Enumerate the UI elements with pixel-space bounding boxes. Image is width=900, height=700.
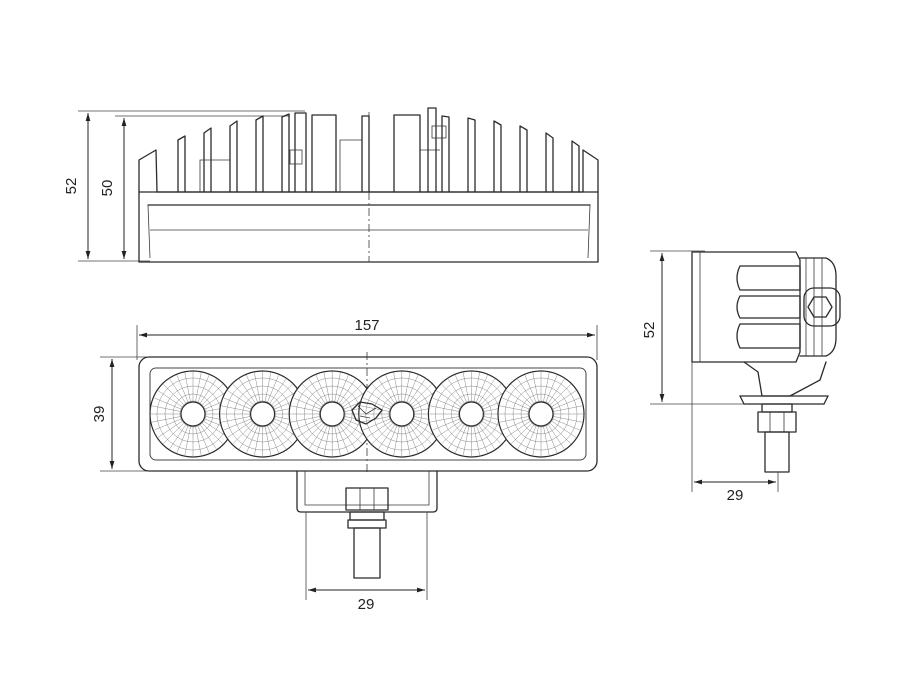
side-view-nut <box>757 411 797 433</box>
front-view-width-label: 157 <box>354 317 379 334</box>
mounting-bolt-icon <box>353 527 381 579</box>
front-view-height-label: 39 <box>91 406 108 423</box>
side-view-housing <box>691 251 801 363</box>
side-view-bracket <box>743 361 827 397</box>
top-view-height-52-label: 52 <box>63 178 80 195</box>
side-view-depth-label: 29 <box>727 487 744 504</box>
side-view-adjust-knob <box>803 287 841 327</box>
led-lens <box>427 370 515 458</box>
led-lens <box>358 370 446 458</box>
dragon-logo-icon <box>351 401 383 425</box>
lens-row <box>149 370 585 458</box>
led-lens <box>149 370 237 458</box>
top-view-bracket-left <box>294 112 307 193</box>
side-view-height-label: 52 <box>641 322 658 339</box>
side-view: 52 29 <box>641 250 841 504</box>
led-lens <box>219 370 307 458</box>
front-view-bracket-width-label: 29 <box>358 596 375 613</box>
top-view-bracket-right <box>427 107 437 193</box>
hex-socket-icon <box>807 296 833 318</box>
front-view-nut <box>345 487 389 511</box>
front-view-housing <box>138 356 598 472</box>
led-lens <box>288 370 376 458</box>
top-view-height-50-label: 50 <box>99 180 116 197</box>
top-view: 52 50 <box>63 107 599 263</box>
front-view: 157 39 29 <box>91 317 598 613</box>
side-view-bolt-icon <box>764 431 790 473</box>
led-lens <box>497 370 585 458</box>
front-view-bracket <box>296 470 438 513</box>
cooling-fins <box>177 113 580 193</box>
